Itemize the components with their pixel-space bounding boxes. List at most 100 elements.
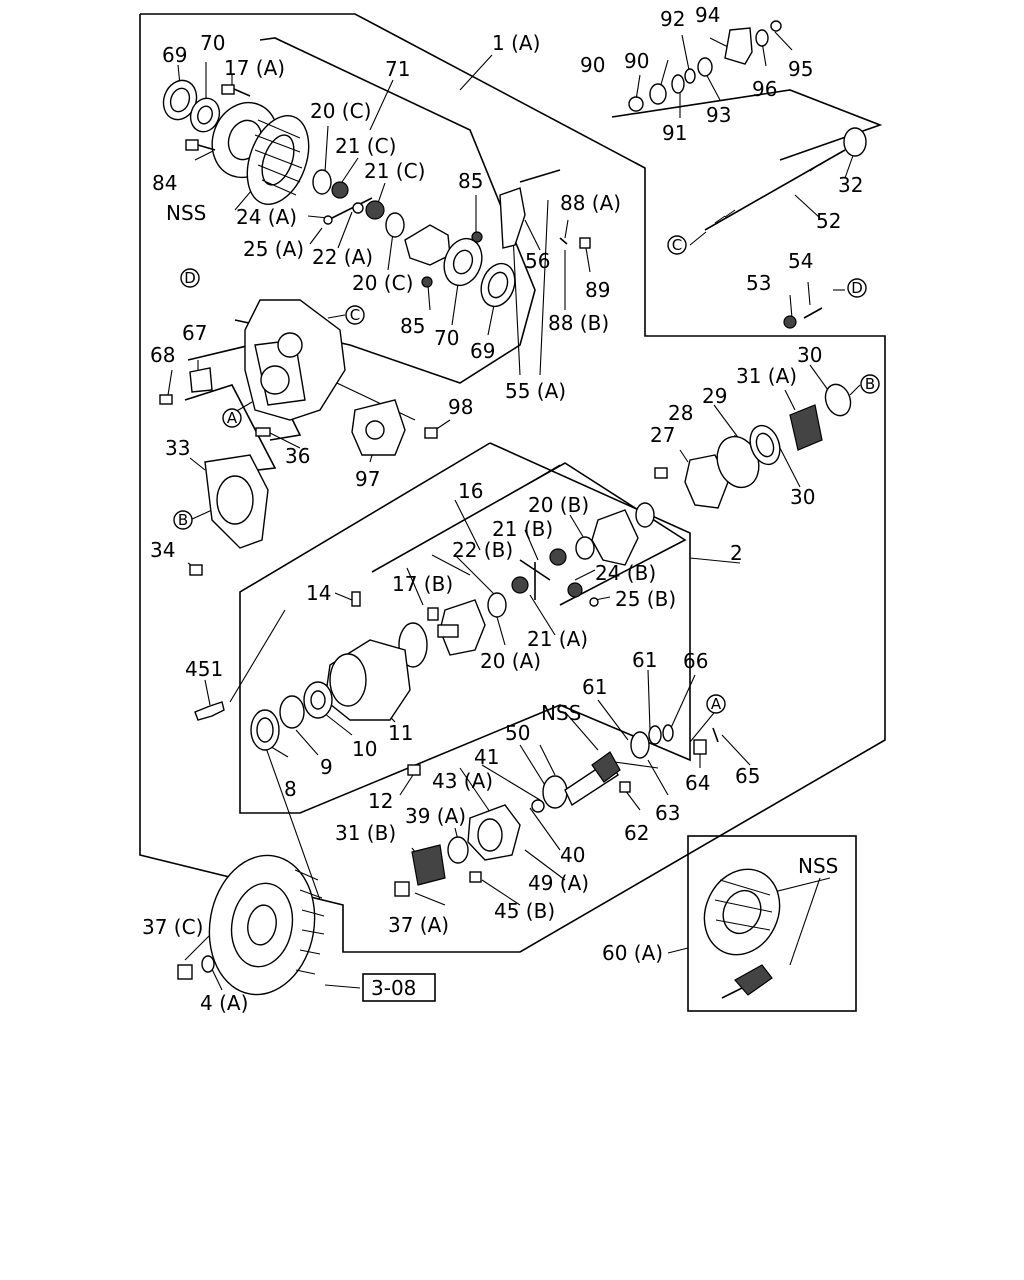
label-31A: 31 (A): [736, 364, 797, 388]
label-43A: 43 (A): [432, 769, 493, 793]
part-labels: 1 (A) 2 69 70 17 (A) 71 20 (C) 21 (C) 21…: [142, 3, 863, 1015]
callout-circles: D C A B C D B A: [173, 235, 880, 714]
label-37A: 37 (A): [388, 913, 449, 937]
label-85-bot: 85: [400, 314, 425, 338]
label-4A: 4 (A): [200, 991, 248, 1015]
label-66: 66: [683, 649, 708, 673]
label-55A: 55 (A): [505, 379, 566, 403]
label-3-08: 3-08: [371, 976, 416, 1000]
label-60A: 60 (A): [602, 941, 663, 965]
label-70-top: 70: [200, 31, 225, 55]
outline-90-96: [611, 89, 883, 161]
label-85-top: 85: [458, 169, 483, 193]
label-20C-top: 20 (C): [310, 99, 371, 123]
label-21A: 21 (A): [527, 627, 588, 651]
label-14: 14: [306, 581, 331, 605]
label-20C-bot: 20 (C): [352, 271, 413, 295]
label-10: 10: [352, 737, 377, 761]
label-24A: 24 (A): [236, 205, 297, 229]
label-56: 56: [525, 249, 550, 273]
label-2: 2: [730, 541, 743, 565]
label-16: 16: [458, 479, 483, 503]
label-17A: 17 (A): [224, 56, 285, 80]
label-50: 50: [505, 721, 530, 745]
label-54: 54: [788, 249, 813, 273]
label-36: 36: [285, 444, 310, 468]
label-39A: 39 (A): [405, 804, 466, 828]
label-34: 34: [150, 538, 175, 562]
callout-D-left: D: [184, 269, 196, 287]
callout-C-shaft: C: [672, 236, 682, 254]
label-95: 95: [788, 57, 813, 81]
label-94: 94: [695, 3, 720, 27]
label-27: 27: [650, 423, 675, 447]
label-68: 68: [150, 343, 175, 367]
label-52: 52: [816, 209, 841, 233]
label-91: 91: [662, 121, 687, 145]
label-53: 53: [746, 271, 771, 295]
label-62: 62: [624, 821, 649, 845]
callout-A-pinion: A: [711, 695, 722, 713]
label-12: 12: [368, 789, 393, 813]
label-84: 84: [152, 171, 177, 195]
label-25B: 25 (B): [615, 587, 676, 611]
label-25A: 25 (A): [243, 237, 304, 261]
label-33: 33: [165, 436, 190, 460]
label-45B: 45 (B): [494, 899, 555, 923]
outline-60A: [687, 835, 857, 1012]
outline-2: [239, 442, 691, 814]
outline-71: [234, 37, 536, 384]
callout-D-stud: D: [851, 279, 863, 297]
label-69-bot: 69: [470, 339, 495, 363]
label-20A: 20 (A): [480, 649, 541, 673]
label-71: 71: [385, 57, 410, 81]
label-49A: 49 (A): [528, 871, 589, 895]
callout-A-housing: A: [227, 409, 238, 427]
label-nss-pinion: NSS: [541, 701, 581, 725]
label-20B: 20 (B): [528, 493, 589, 517]
label-21C-a: 21 (C): [335, 134, 396, 158]
label-30-top: 30: [797, 343, 822, 367]
label-61-left: 61: [582, 675, 607, 699]
label-8: 8: [284, 777, 297, 801]
label-24B: 24 (B): [595, 561, 656, 585]
label-63: 63: [655, 801, 680, 825]
label-21C-b: 21 (C): [364, 159, 425, 183]
label-28: 28: [668, 401, 693, 425]
label-22B: 22 (B): [452, 538, 513, 562]
label-67: 67: [182, 321, 207, 345]
label-40: 40: [560, 843, 585, 867]
label-451: 451: [185, 657, 223, 681]
label-93: 93: [706, 103, 731, 127]
ref-box-3-08: [362, 973, 436, 1002]
label-17B: 17 (B): [392, 572, 453, 596]
label-61-top: 61: [632, 648, 657, 672]
label-29: 29: [702, 384, 727, 408]
label-nss-kit: NSS: [798, 854, 838, 878]
label-70-bot: 70: [434, 326, 459, 350]
label-69-top: 69: [162, 43, 187, 67]
label-30-bot: 30: [790, 485, 815, 509]
label-88B: 88 (B): [548, 311, 609, 335]
label-32: 32: [838, 173, 863, 197]
label-92: 92: [660, 7, 685, 31]
label-98: 98: [448, 395, 473, 419]
label-89: 89: [585, 278, 610, 302]
label-65: 65: [735, 764, 760, 788]
part-shapes: [159, 20, 867, 999]
label-41: 41: [474, 745, 499, 769]
label-31B: 31 (B): [335, 821, 396, 845]
outline-16: [371, 462, 687, 606]
label-22A: 22 (A): [312, 245, 373, 269]
label-37C: 37 (C): [142, 915, 203, 939]
label-97: 97: [355, 467, 380, 491]
label-96: 96: [752, 77, 777, 101]
label-88A: 88 (A): [560, 191, 621, 215]
callout-B-bearing: B: [865, 375, 875, 393]
label-64: 64: [685, 771, 710, 795]
label-nss-ring: NSS: [166, 201, 206, 225]
label-90-far: 90: [580, 53, 605, 77]
label-11: 11: [388, 721, 413, 745]
label-90-left: 90: [624, 49, 649, 73]
